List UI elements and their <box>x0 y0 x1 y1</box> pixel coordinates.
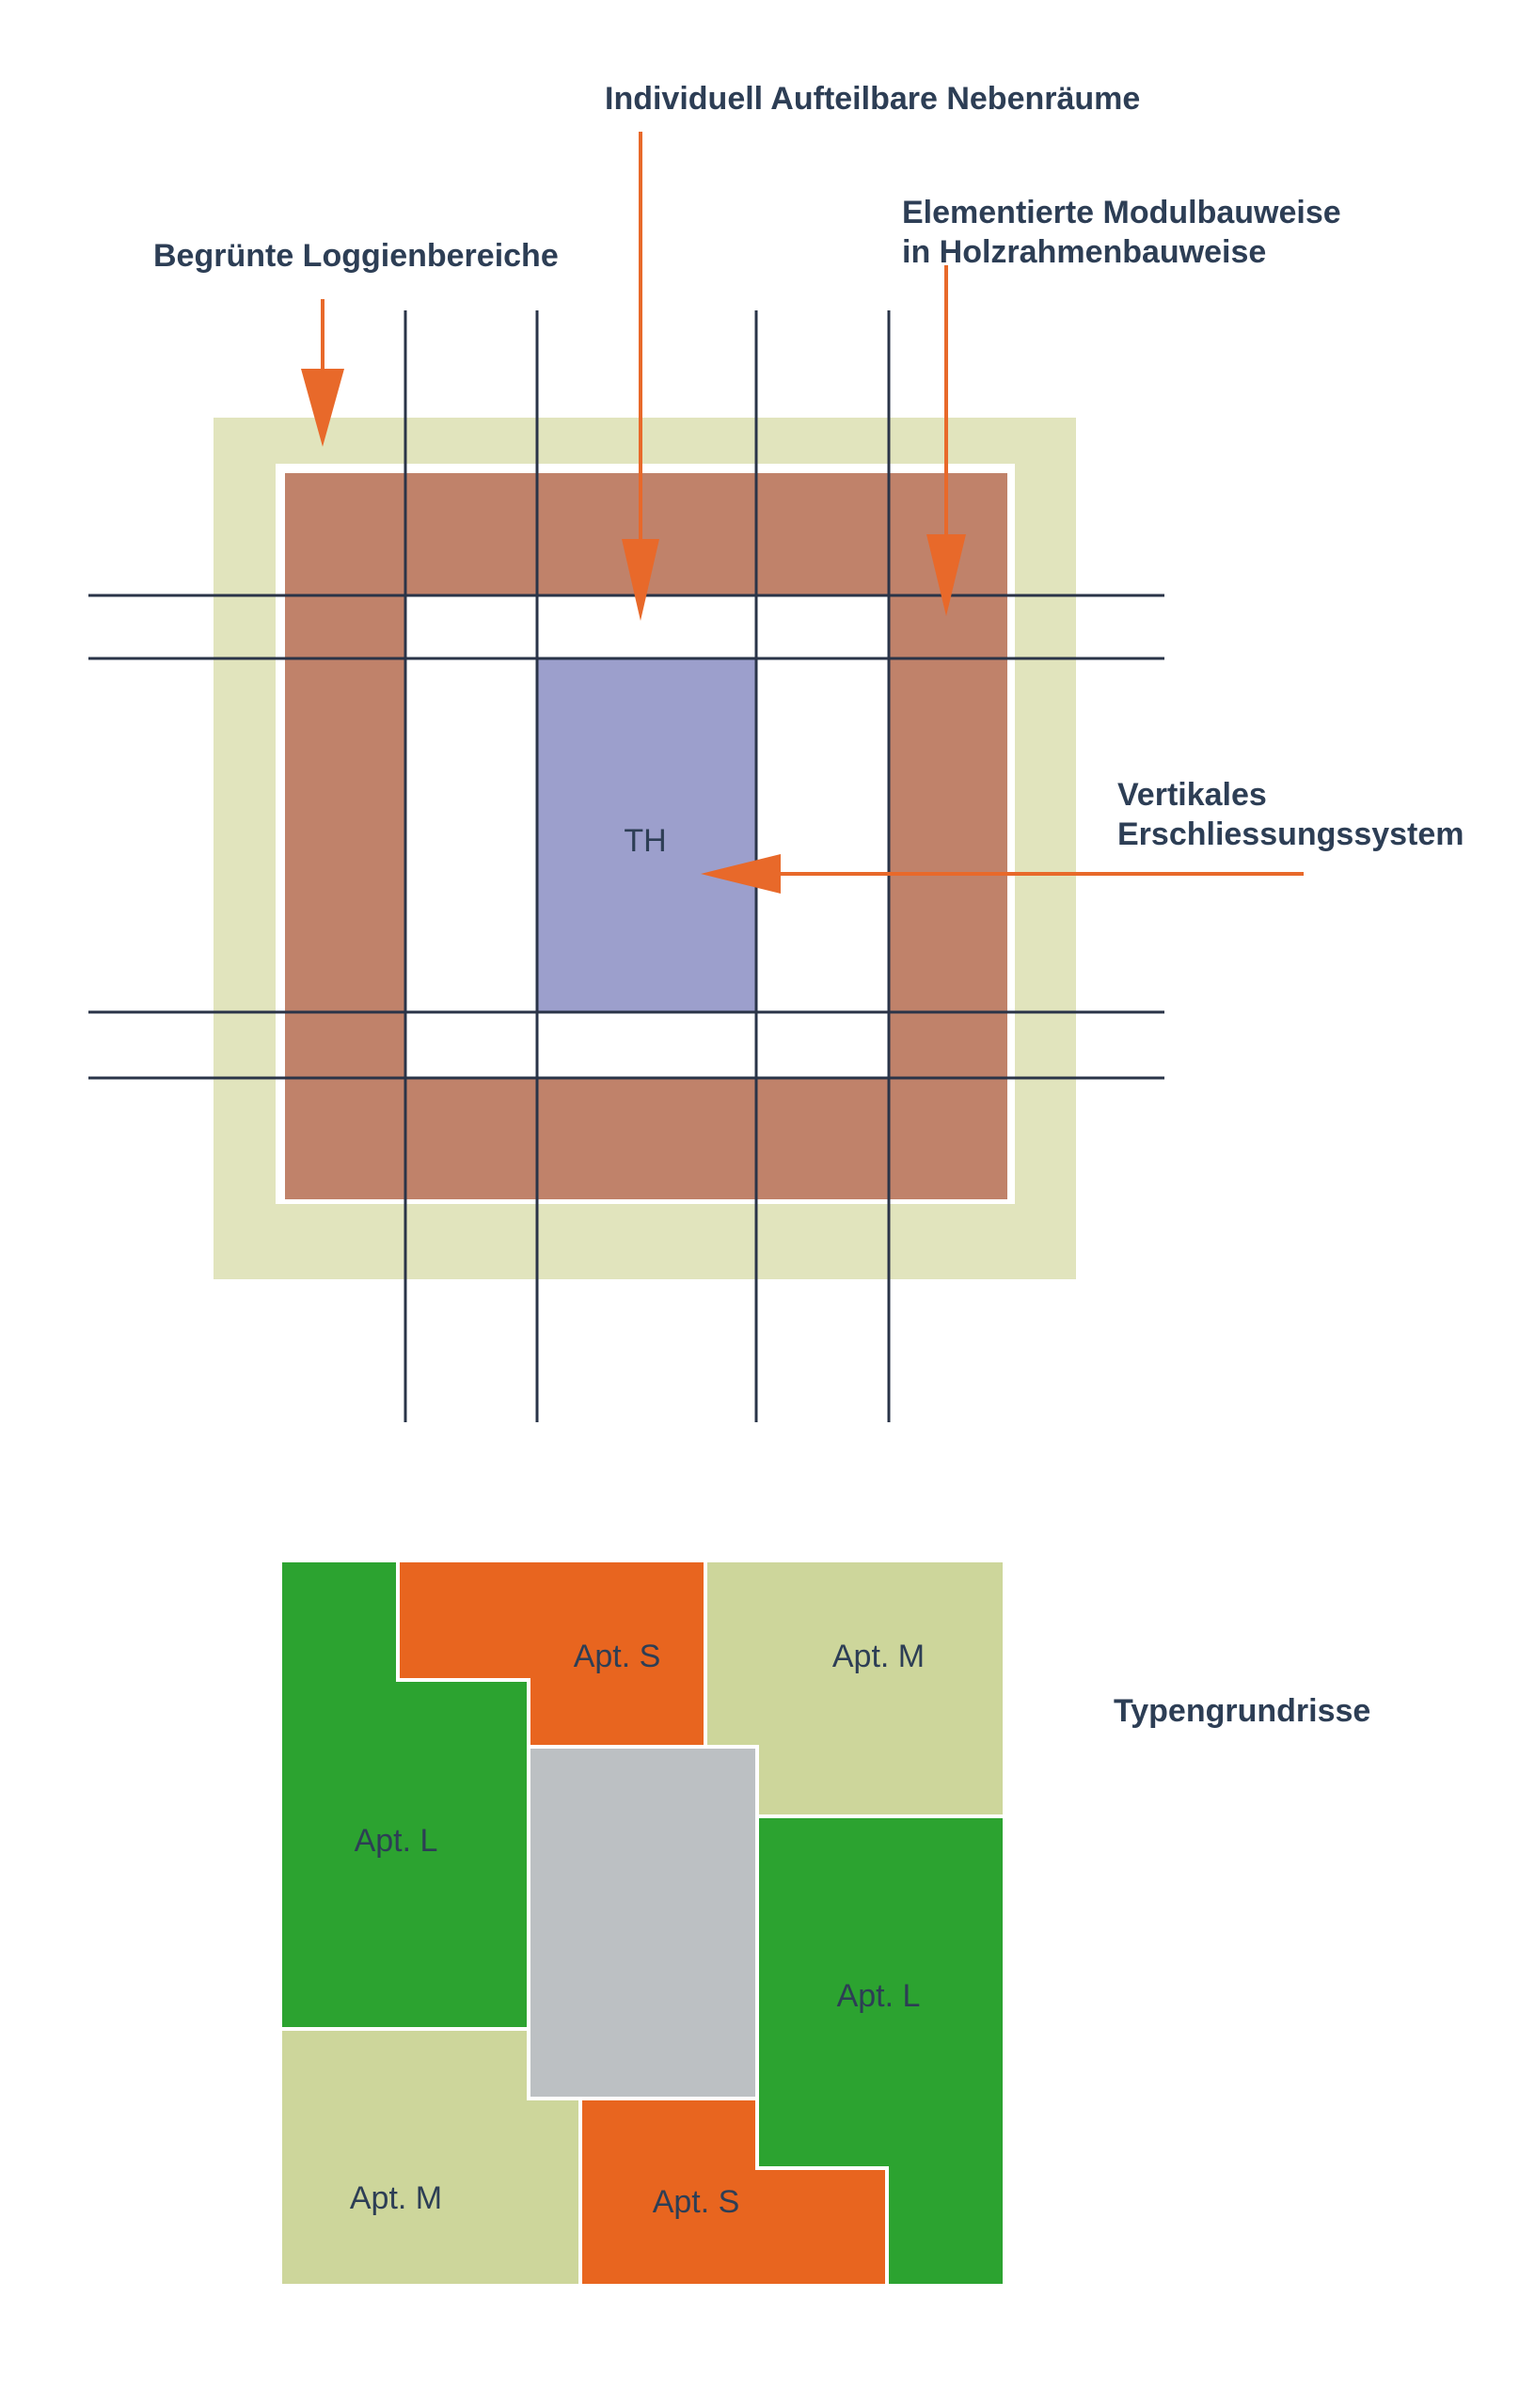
unit-stair-core <box>527 1745 759 2100</box>
label-apt-m-bottom: Apt. M <box>350 2180 442 2216</box>
floorplan-labels: Apt. S Apt. M Apt. L Apt. L Apt. M Apt. … <box>350 1639 1370 2220</box>
arrow-nebenraeume <box>622 132 659 621</box>
arrows <box>301 132 1304 894</box>
core-label: TH <box>624 823 666 859</box>
label-loggien: Begrünte Loggienbereiche <box>153 238 559 274</box>
label-nebenraeume: Individuell Aufteilbare Nebenräume <box>605 81 1140 117</box>
floorplan-types <box>278 1559 1006 2288</box>
label-vertikal-line2: Erschliessungssystem <box>1117 816 1464 852</box>
label-apt-l-left: Apt. L <box>355 1823 438 1859</box>
arrow-modul <box>926 265 966 616</box>
label-apt-l-right: Apt. L <box>837 1978 921 2014</box>
label-typengrundrisse: Typengrundrisse <box>1114 1693 1370 1729</box>
label-modul-line2: in Holzrahmenbauweise <box>902 234 1266 270</box>
core-th <box>537 658 756 1012</box>
arrow-vertikal <box>701 854 1304 894</box>
label-apt-s-top: Apt. S <box>574 1639 661 1674</box>
concept-diagram: TH Begrünte Loggie <box>88 81 1464 1422</box>
label-apt-m-top: Apt. M <box>832 1639 925 1674</box>
unit-apt-s-bottom <box>578 2097 889 2288</box>
label-apt-s-bottom: Apt. S <box>653 2184 740 2220</box>
label-vertikal-line1: Vertikales <box>1117 777 1267 813</box>
grid-lines-horizontal <box>88 594 1164 1080</box>
arrow-loggien <box>301 299 344 447</box>
label-modul-line1: Elementierte Modulbauweise <box>902 195 1341 230</box>
